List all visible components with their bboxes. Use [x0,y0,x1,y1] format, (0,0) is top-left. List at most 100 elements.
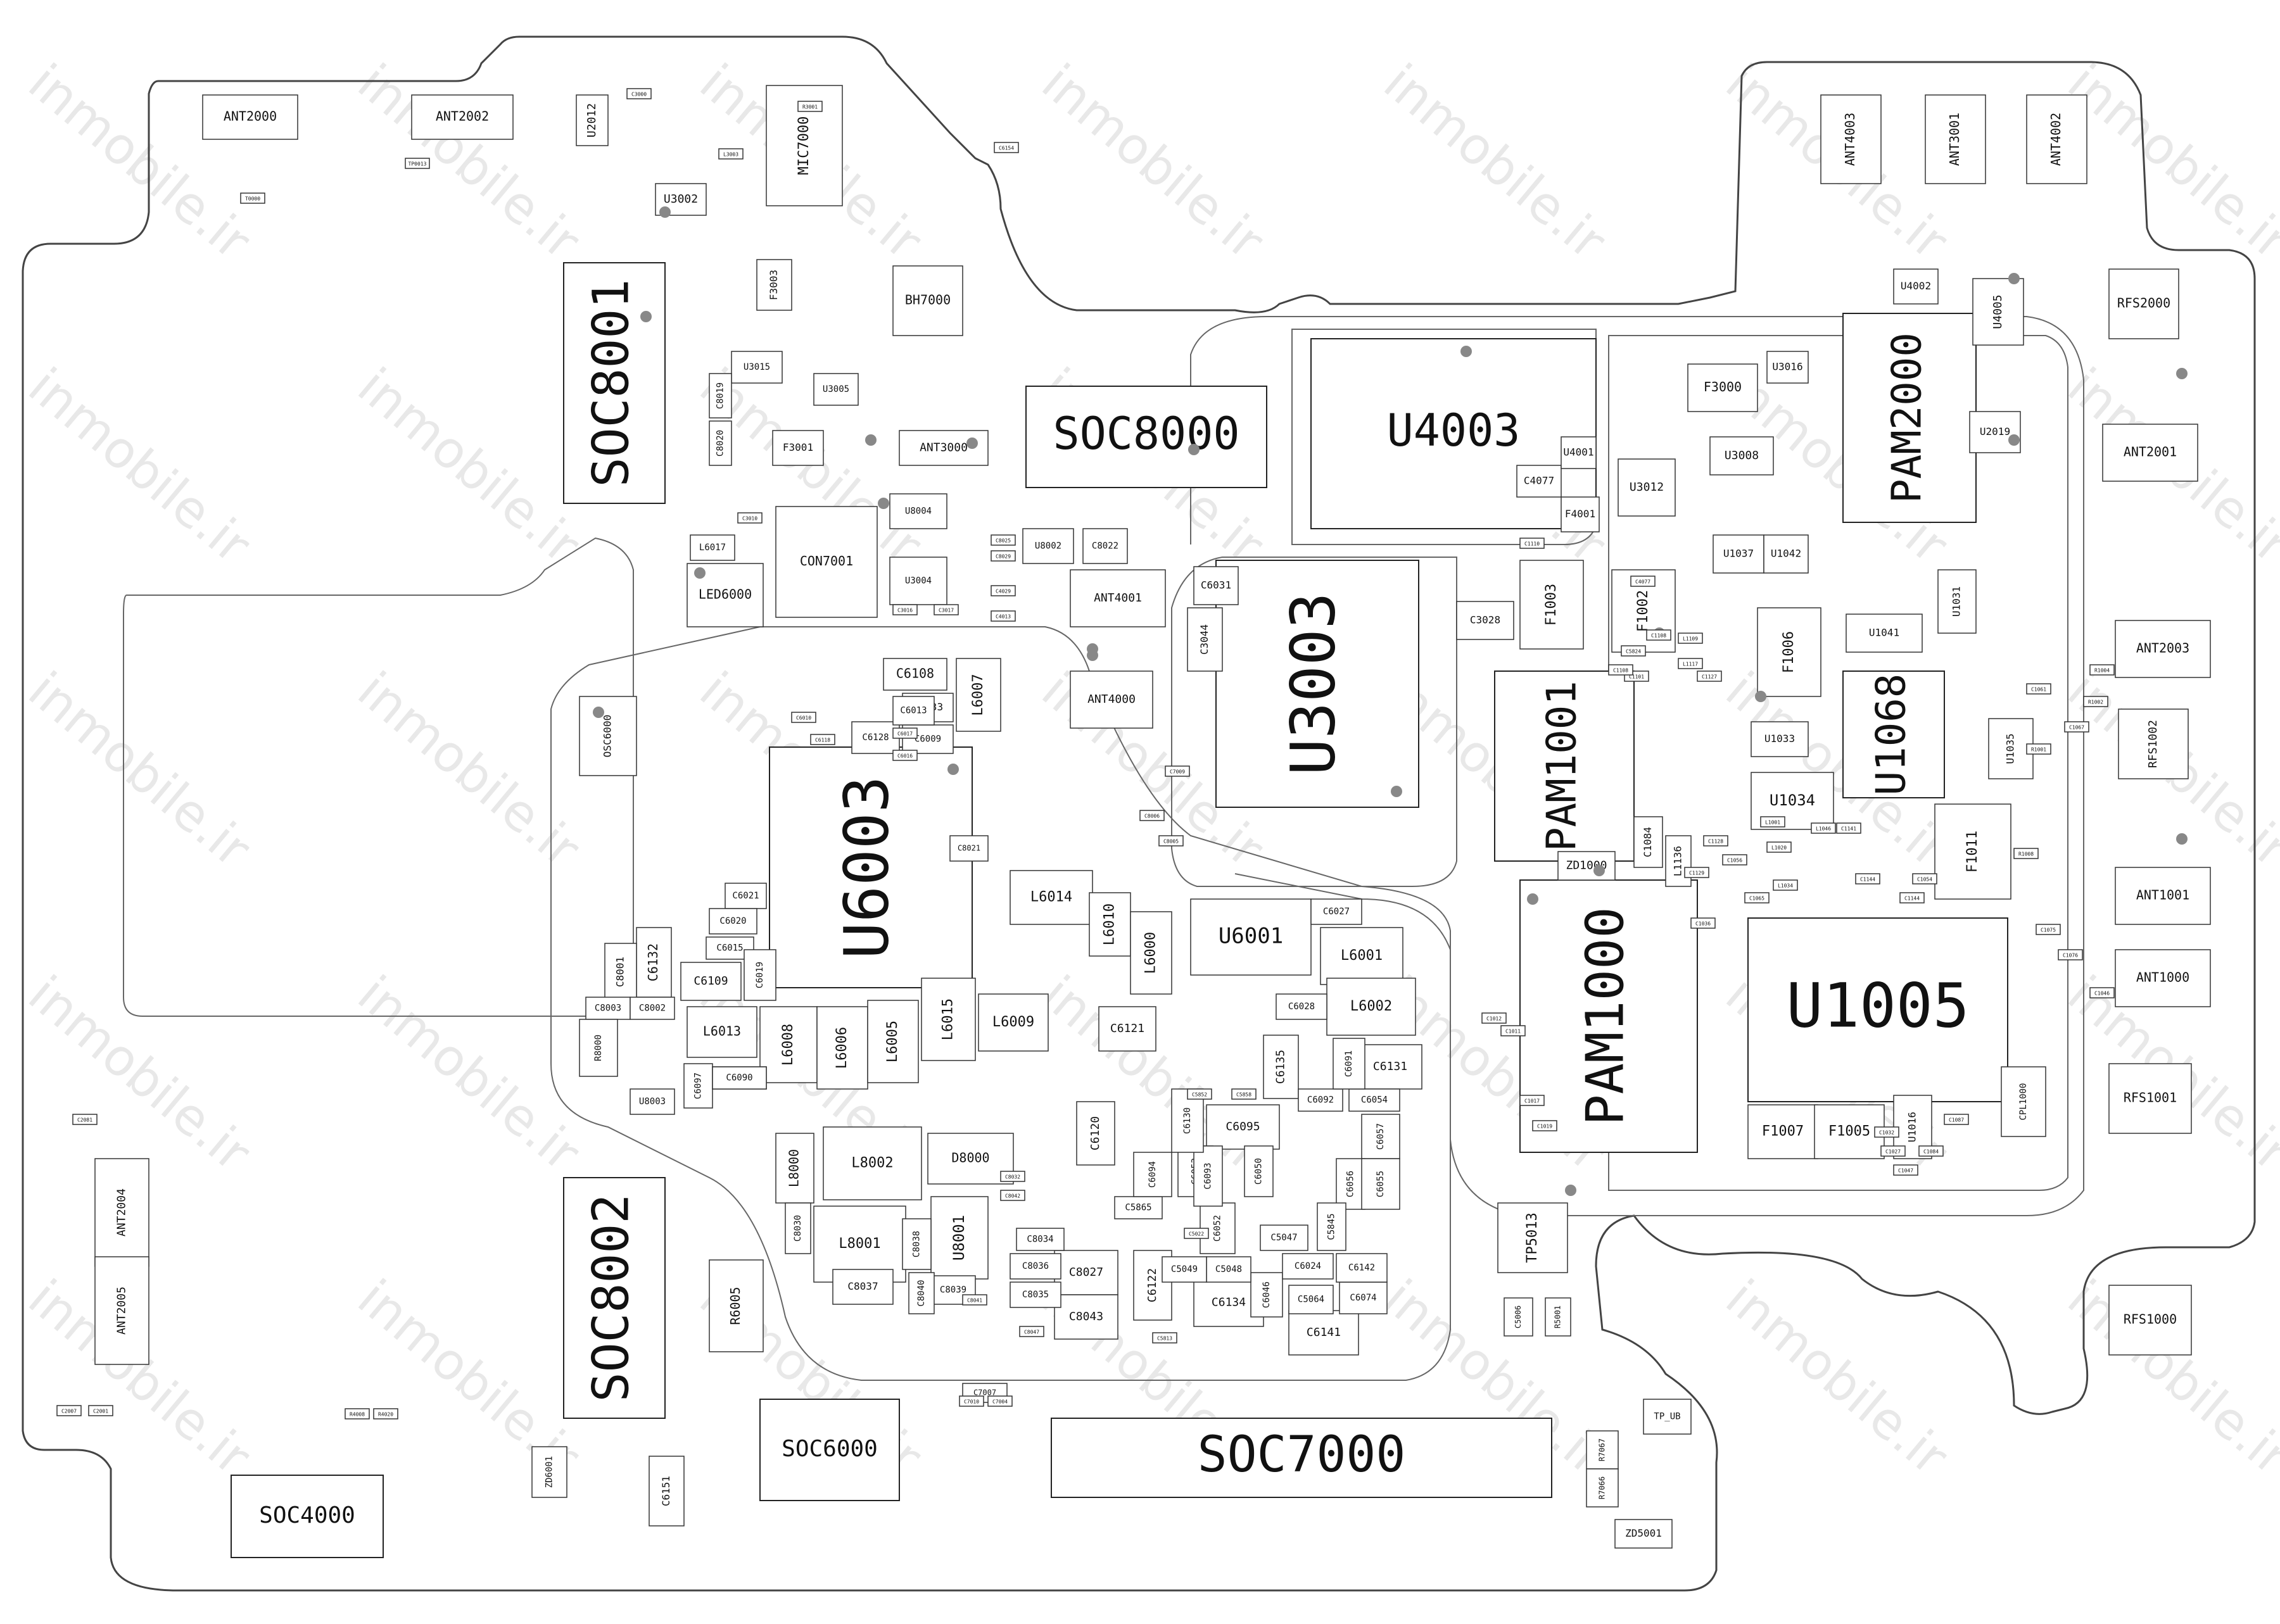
component-c6092-body [1298,1088,1343,1112]
component-u4005-label: U4005 [1991,294,2004,329]
component-ant2001-label: ANT2001 [2124,444,2177,460]
component-c6095-label: C6095 [1226,1120,1260,1133]
component-c6028-label: C6028 [1288,1002,1315,1012]
watermark-text: inmobile.ir [18,53,262,270]
tag-label: C1032 [1879,1130,1894,1136]
component-ant3001-label: ANT3001 [1947,113,1962,166]
tag-pad [991,610,1016,622]
component-c6009-label: C6009 [915,734,941,745]
component-ant2000-body [202,94,298,140]
component-u2019-label: U2019 [1980,425,2010,437]
component-f3000-label: F3000 [1704,379,1742,394]
tag-pad [1139,810,1165,821]
component-ant1000-body [2115,949,2211,1007]
tag-label: TP0013 [408,161,427,167]
component-c6091-body [1333,1038,1365,1090]
component-ant2003-label: ANT2003 [2136,641,2189,656]
component-ant1001-label: ANT1001 [2136,888,2189,903]
tag-label: C5858 [1236,1092,1251,1098]
component-d8000-label: D8000 [951,1150,989,1166]
pad-dot [865,434,877,446]
tag-pad [1231,1088,1257,1100]
tag-label: C8047 [1024,1330,1039,1335]
component-soc8001-label: SOC8001 [583,279,640,488]
tag-pad [1690,917,1716,929]
tag-pad [1519,1095,1545,1106]
pad-dot [1460,346,1472,357]
tag-label: C8025 [996,538,1011,544]
component-c6056-label: C6056 [1346,1171,1356,1197]
component-l6006-label: L6006 [834,1027,850,1069]
component-f3003-body [756,259,792,311]
component-ant1001-body [2115,867,2211,925]
tag-pad [1918,1145,1944,1157]
component-u6003-label: U6003 [831,776,902,959]
component-u1068-label: U1068 [1868,674,1915,796]
component-ant4000-body [1070,670,1153,729]
component-soc7000-body [1051,1418,1552,1498]
component-l6017-label: L6017 [699,543,726,553]
tag-pad [56,1405,82,1416]
component-c6052-label: C6052 [1213,1215,1223,1242]
component-ant4002-body [2026,94,2087,184]
pad-dot [1565,1185,1576,1196]
component-c6021-label: C6021 [732,891,759,901]
component-u4002-body [1893,268,1939,305]
component-r7066-label: R7066 [1598,1476,1607,1499]
component-osc6000-body [579,696,637,776]
component-c6128-label: C6128 [862,733,889,743]
tag-label: C5022 [1189,1231,1204,1237]
component-c6132-body [636,927,672,998]
component-u3008-body [1709,436,1774,475]
tag-pad [1899,892,1925,903]
tag-pad [991,585,1016,596]
component-c3028-body [1456,601,1514,640]
tag-pad [1912,873,1937,884]
component-ant3000-label: ANT3000 [920,441,968,455]
component-f3000-body [1687,363,1758,412]
tag-pad [962,1294,987,1306]
component-c8037-body [832,1269,894,1305]
component-f1003-body [1519,560,1584,650]
component-u2019-body [1969,411,2021,453]
component-c5048-label: C5048 [1215,1264,1242,1275]
component-u2012-label: U2012 [585,103,598,137]
tag-pad [892,750,918,761]
component-c8027-label: C8027 [1069,1266,1103,1279]
component-cpl1000-label: CPL1000 [2018,1083,2029,1120]
component-u1033-body [1751,721,1809,757]
pad-dot [659,206,671,218]
tag-pad [1678,633,1703,644]
component-f1005-body [1814,1104,1885,1159]
component-c8002-label: C8002 [639,1004,666,1014]
component-soc8000-label: SOC8000 [1053,408,1239,460]
component-f1007-body [1747,1104,1818,1159]
component-u8004-body [889,493,947,529]
component-l6007-body [956,658,1001,732]
component-c4077-label: C4077 [1524,475,1554,487]
component-c6019-body [744,949,776,1001]
component-c6094-body [1133,1152,1172,1197]
component-zd6001-label: ZD6001 [545,1456,555,1489]
tag-label: C1144 [1904,896,1920,902]
tag-pad [1744,892,1770,903]
component-c6142-label: C6142 [1348,1263,1375,1273]
component-c3044-body [1187,607,1223,672]
component-l6005-body [867,1000,919,1083]
component-f1005-label: F1005 [1828,1124,1870,1140]
component-c1084-label: C1084 [1642,827,1654,857]
component-c6054-label: C6054 [1361,1095,1388,1105]
component-u1041-label: U1041 [1869,627,1899,639]
component-c6134-label: C6134 [1212,1296,1246,1309]
component-l6014-label: L6014 [1030,890,1072,905]
component-soc6000-label: SOC6000 [782,1436,878,1462]
component-l6007-label: L6007 [970,674,986,715]
tag-pad [72,1114,98,1125]
component-con7001-body [775,506,878,618]
component-l1136-label: L1136 [1672,846,1684,876]
component-c6122-label: C6122 [1146,1268,1159,1302]
tag-pad [1760,816,1785,828]
watermark-text: inmobile.ir [347,53,591,270]
